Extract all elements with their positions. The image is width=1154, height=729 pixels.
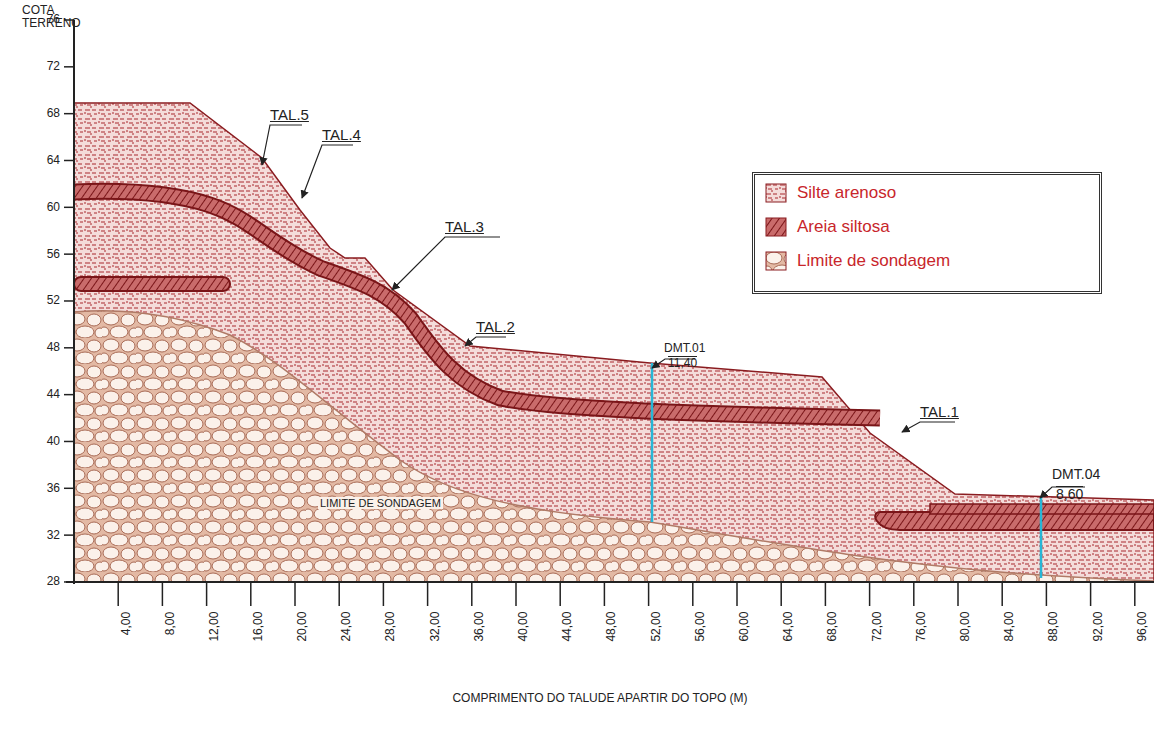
tick-label: 80,00 <box>959 612 972 642</box>
tick-label: 68,00 <box>827 612 840 642</box>
tick-label: 88,00 <box>1048 612 1061 642</box>
legend-swatch <box>765 183 787 203</box>
legend-box: Silte arenosoAreia siltosaLimite de sond… <box>752 172 1102 294</box>
tick-label: 76,00 <box>915 612 928 642</box>
tick-label: 96,00 <box>1136 612 1149 642</box>
dmt-depth: 8,60 <box>1056 486 1083 502</box>
legend-row: Silte arenoso <box>765 183 896 203</box>
tal-label: TAL.3 <box>445 219 484 236</box>
tick-label: 60,00 <box>738 612 751 642</box>
tick-label: 28,00 <box>385 612 398 642</box>
tick-label: 92,00 <box>1092 612 1105 642</box>
tal-label: TAL.5 <box>270 107 309 124</box>
tal-label: TAL.1 <box>920 404 959 421</box>
tick-label: 56 <box>47 248 60 261</box>
legend-text: Limite de sondagem <box>797 251 950 271</box>
tal-label: TAL.4 <box>322 127 361 144</box>
tick-label: 64 <box>47 154 60 167</box>
dmt-label: DMT.04 <box>1052 467 1100 482</box>
tick-label: 72 <box>47 60 60 73</box>
legend-text: Areia siltosa <box>797 217 890 237</box>
tick-label: 44 <box>47 388 60 401</box>
zone-label: LIMITE DE SONDAGEM <box>318 497 443 509</box>
tick-label: 36 <box>47 482 60 495</box>
axis-title: COMPRIMENTO DO TALUDE APARTIR DO TOPO (M… <box>452 692 747 705</box>
tick-label: 56,00 <box>694 612 707 642</box>
tick-label: 48,00 <box>606 612 619 642</box>
tick-label: 60 <box>47 201 60 214</box>
legend-swatch <box>765 217 787 237</box>
tick-label: 4,00 <box>120 612 133 635</box>
dmt-label: DMT.01 <box>664 342 705 355</box>
tick-label: 52,00 <box>650 612 663 642</box>
tick-label: 24,00 <box>341 612 354 642</box>
tick-label: 40,00 <box>517 612 530 642</box>
tick-label: 52 <box>47 294 60 307</box>
tick-label: 44,00 <box>562 612 575 642</box>
tick-label: 8,00 <box>164 612 177 635</box>
dmt-depth: 11,40 <box>668 356 697 370</box>
tick-label: 28 <box>47 575 60 588</box>
tick-label: 68 <box>47 107 60 120</box>
legend-text: Silte arenoso <box>797 183 896 203</box>
tick-label: 48 <box>47 341 60 354</box>
tick-label: 36,00 <box>473 612 486 642</box>
tick-label: 84,00 <box>1004 612 1017 642</box>
legend-row: Limite de sondagem <box>765 251 950 271</box>
tick-label: 64,00 <box>783 612 796 642</box>
tick-label: 32,00 <box>429 612 442 642</box>
legend-swatch <box>765 251 787 271</box>
legend-row: Areia siltosa <box>765 217 890 237</box>
tick-label: 12,00 <box>208 612 221 642</box>
tick-label: 76 <box>47 13 60 26</box>
tick-label: 32 <box>47 529 60 542</box>
tick-label: 16,00 <box>252 612 265 642</box>
tick-label: 20,00 <box>296 612 309 642</box>
tick-label: 40 <box>47 435 60 448</box>
tick-label: 72,00 <box>871 612 884 642</box>
tal-label: TAL.2 <box>476 319 515 336</box>
